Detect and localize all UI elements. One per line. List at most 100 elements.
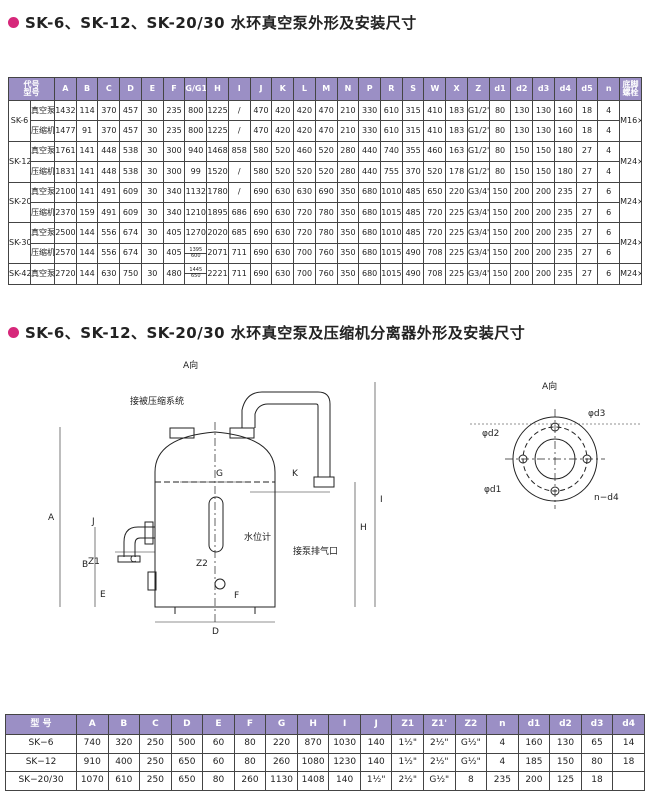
table-cell: 30 bbox=[140, 201, 164, 224]
table-cell: 4 bbox=[597, 99, 621, 122]
table-cell: 180 bbox=[553, 161, 577, 183]
table-cell: 674 bbox=[119, 222, 142, 244]
table-cell: G3/4" bbox=[466, 263, 490, 285]
bolt-cell: M24×600 bbox=[619, 263, 642, 285]
table-cell: 200 bbox=[532, 263, 555, 285]
table-cell: 470 bbox=[314, 120, 338, 142]
table-cell: 330 bbox=[358, 120, 382, 142]
table-cell: 520 bbox=[314, 161, 338, 183]
table-cell: 1270 bbox=[184, 222, 208, 244]
column-header: K bbox=[271, 77, 295, 101]
table-cell: 80 bbox=[488, 161, 512, 183]
table-cell: G½" bbox=[454, 734, 488, 754]
column-header: F bbox=[162, 77, 186, 101]
table-cell: 150 bbox=[549, 752, 582, 772]
table-cell: 200 bbox=[510, 242, 534, 265]
table-cell: 130 bbox=[510, 120, 534, 142]
table-cell: 27 bbox=[575, 161, 599, 183]
table-cell: 760 bbox=[314, 242, 338, 265]
table-cell: 711 bbox=[227, 263, 251, 285]
table-cell: 144 bbox=[75, 242, 99, 265]
table-cell: 440 bbox=[358, 140, 382, 163]
column-header: H bbox=[206, 77, 229, 101]
column-header: I bbox=[328, 714, 361, 735]
table-cell: 183 bbox=[445, 120, 468, 142]
column-header: J bbox=[359, 714, 393, 735]
table-cell: 370 bbox=[97, 99, 121, 122]
table-cell: 1520 bbox=[206, 161, 229, 183]
table-cell: 940 bbox=[184, 140, 208, 163]
water-gauge bbox=[208, 496, 224, 553]
table-cell: 610 bbox=[107, 771, 141, 791]
table-cell: 30 bbox=[140, 181, 164, 203]
label-water-gauge: 水位计 bbox=[244, 531, 271, 543]
table-cell: 150 bbox=[510, 161, 534, 183]
table-cell: 300 bbox=[162, 140, 186, 163]
table-cell: 160 bbox=[553, 120, 577, 142]
column-header: X bbox=[445, 77, 468, 101]
dim-g: G bbox=[216, 469, 223, 479]
bullet-icon bbox=[8, 327, 19, 338]
table-cell: 2370 bbox=[54, 201, 77, 224]
separator-drawing: A向 接被压缩系统 水位计 接泵排气口 A向 A B C D E F G H I… bbox=[48, 359, 640, 637]
table-cell: 30 bbox=[140, 222, 164, 244]
table-cell: 18 bbox=[580, 771, 614, 791]
table-cell: 420 bbox=[271, 99, 295, 122]
table-cell: 690 bbox=[249, 242, 273, 265]
table-cell: 141 bbox=[75, 140, 99, 163]
table-cell: 1225 bbox=[206, 99, 229, 122]
bolt-cell: M16×400 bbox=[619, 100, 642, 142]
exhaust-elbow bbox=[241, 391, 331, 477]
model-cell: SK-20 bbox=[8, 181, 31, 224]
table-cell: 609 bbox=[119, 201, 142, 224]
table-cell: 200 bbox=[510, 201, 534, 224]
table-cell: 225 bbox=[445, 242, 468, 265]
table-cell: 1468 bbox=[206, 140, 229, 163]
table-cell: 130 bbox=[532, 99, 555, 122]
table-cell: 220 bbox=[265, 734, 298, 754]
table-cell: 1132 bbox=[184, 181, 208, 203]
table-cell: 250 bbox=[139, 771, 172, 791]
table-cell: 80 bbox=[233, 752, 267, 772]
table-cell: 1761 bbox=[54, 140, 77, 163]
column-header: L bbox=[293, 77, 316, 101]
table-cell: 225 bbox=[445, 263, 468, 285]
table-cell: 1½" bbox=[359, 771, 393, 791]
table-cell: 460 bbox=[293, 140, 316, 163]
table-cell: 210 bbox=[336, 120, 360, 142]
column-header: H bbox=[296, 714, 330, 735]
table-cell: G3/4" bbox=[466, 222, 490, 244]
table-cell: 150 bbox=[488, 242, 512, 265]
table-cell: 30 bbox=[140, 161, 164, 183]
table-cell: 200 bbox=[532, 242, 555, 265]
table-cell: 235 bbox=[162, 120, 186, 142]
column-header: E bbox=[140, 77, 164, 101]
dim-b: B bbox=[82, 560, 88, 570]
column-header: N bbox=[336, 77, 360, 101]
table-cell: 580 bbox=[249, 161, 273, 183]
table-cell: 150 bbox=[488, 263, 512, 285]
table-cell: 150 bbox=[488, 222, 512, 244]
table-cell: 680 bbox=[358, 242, 382, 265]
table-cell: G1/2" bbox=[466, 120, 490, 142]
dim-z2: Z2 bbox=[196, 559, 208, 569]
table-cell: 140 bbox=[359, 734, 393, 754]
table-cell: 448 bbox=[97, 140, 121, 163]
table-cell: 740 bbox=[380, 140, 403, 163]
table-cell: 80 bbox=[202, 771, 235, 791]
table-cell: 609 bbox=[119, 181, 142, 203]
column-header: n bbox=[597, 77, 621, 101]
table-cell: 800 bbox=[184, 99, 208, 122]
column-header: R bbox=[380, 77, 403, 101]
table-cell: 1015 bbox=[380, 242, 403, 265]
table-cell: G1/2" bbox=[466, 99, 490, 122]
table-cell: 1432 bbox=[54, 99, 77, 122]
table-cell: 27 bbox=[575, 263, 599, 285]
